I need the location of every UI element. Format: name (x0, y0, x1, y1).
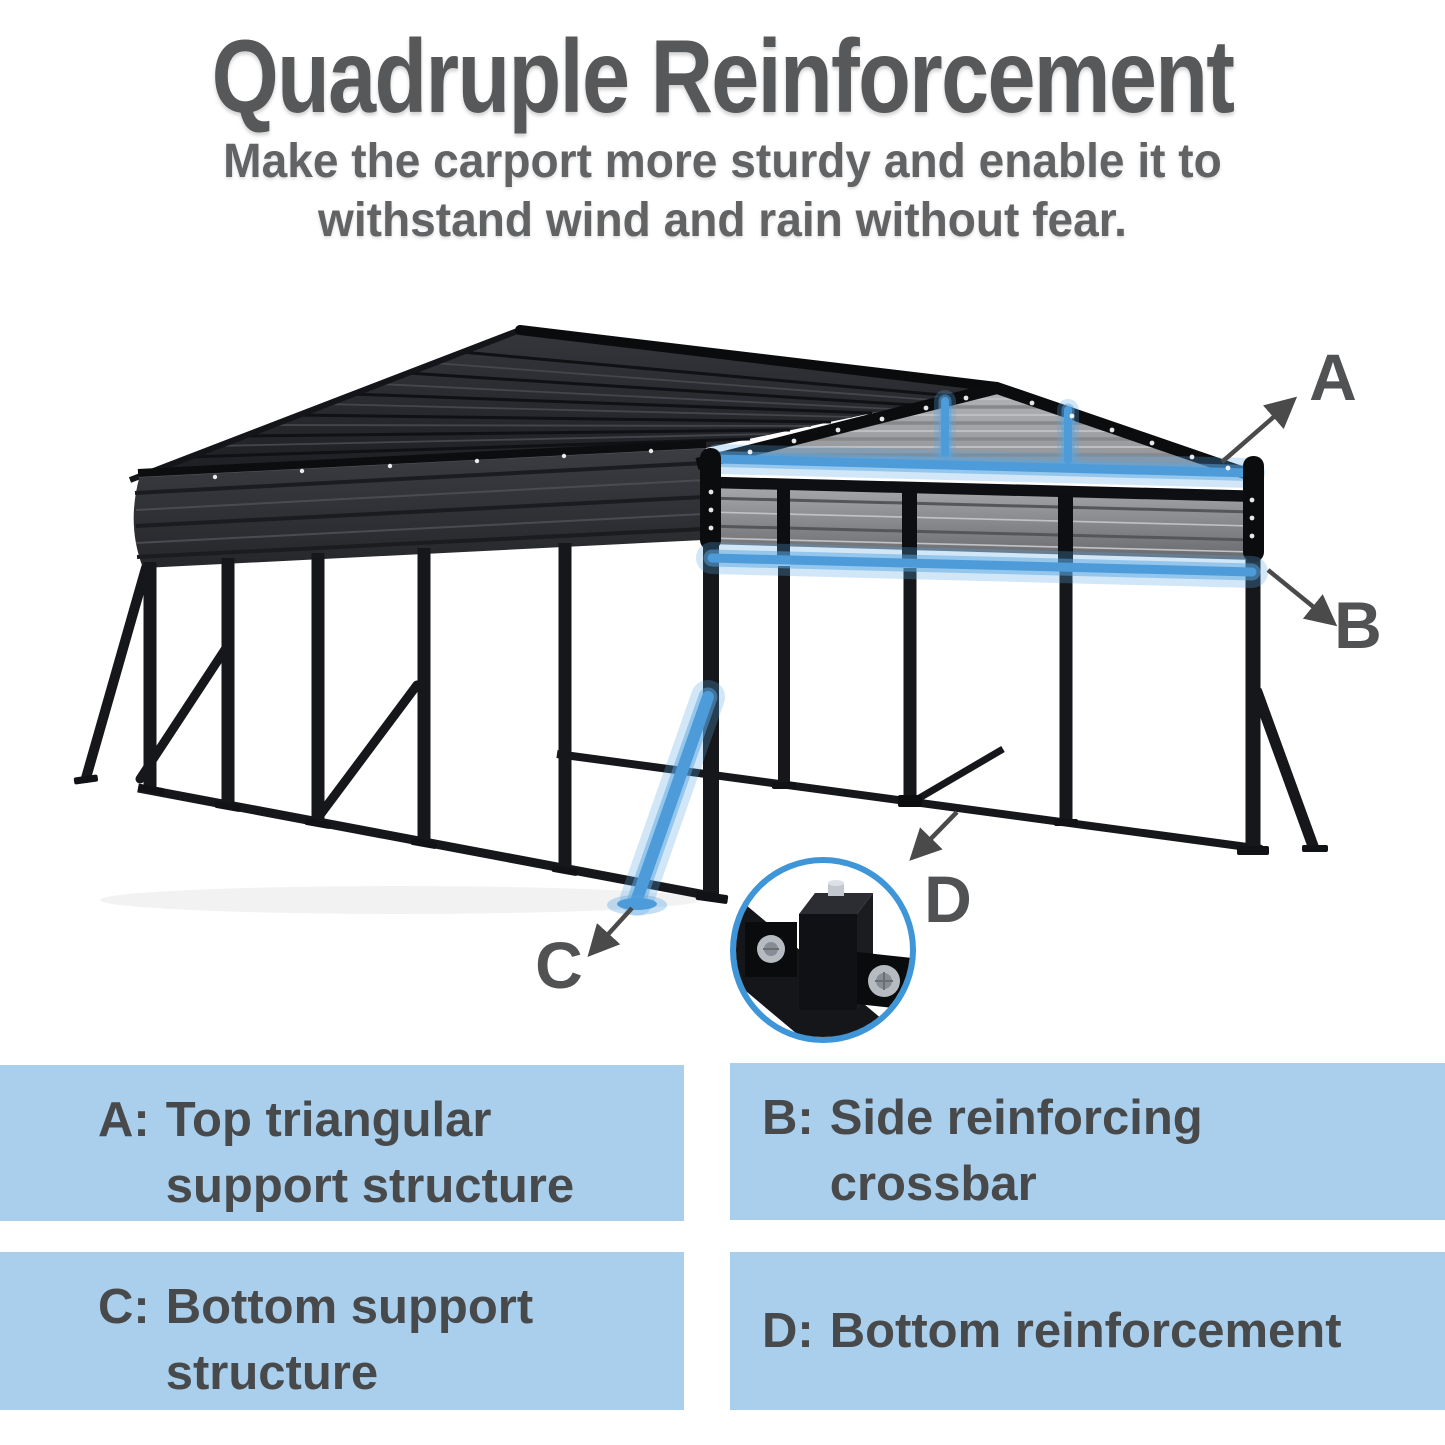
far-side-brace (914, 745, 1005, 804)
feature-label-c-prefix: C: (98, 1280, 150, 1334)
band-connector (777, 486, 790, 562)
feature-label-a-line1: Top triangular (165, 1093, 492, 1147)
feature-label-d-prefix: D: (762, 1304, 814, 1358)
inset-top-bolt (828, 883, 844, 896)
roof-top-panel (128, 325, 1002, 483)
bottom-bracket-joint (898, 795, 922, 807)
callout-d-letter: D (924, 862, 972, 936)
callout-c-letter: C (535, 928, 583, 1002)
leg-foot (772, 782, 796, 789)
feature-label-d-line1: Bottom reinforcement (829, 1304, 1342, 1358)
side-diagonal-brace (135, 643, 231, 784)
gable-roof-trim (695, 382, 1261, 484)
feature-label-a: A: Top triangular support structure (0, 1065, 684, 1221)
callout-b-letter: B (1334, 588, 1382, 662)
inset-ground-rail (736, 889, 896, 1037)
corner-post-foot (1237, 846, 1269, 855)
roof-back-edge (128, 327, 522, 483)
callout-d-arrow-icon (909, 810, 959, 861)
subtitle-line-1: Make the carport more sturdy and enable … (223, 135, 1222, 188)
callout-c-arrow-icon (587, 906, 634, 957)
side-diagonal-brace (81, 563, 151, 783)
bottom-reinforcement-inset (730, 857, 916, 1043)
far-side-frame (556, 566, 1263, 853)
subtitle-line-2: withstand wind and rain without fear. (317, 194, 1127, 247)
feature-label-a-line2: support structure (165, 1159, 575, 1213)
page-title: Quadruple Reinforcement (211, 19, 1235, 135)
callout-b-arrow-icon (1266, 568, 1338, 627)
gable-corner-cap (1243, 456, 1264, 562)
feature-label-b-line2: crossbar (829, 1157, 1037, 1211)
band-connector (902, 489, 917, 565)
roof-side-band (133, 440, 707, 568)
front-fascia-band (700, 448, 1264, 568)
brace-foot (1302, 845, 1328, 852)
screw-dots (212, 395, 1255, 539)
feature-label-a-prefix: A: (98, 1093, 150, 1147)
gable-corner-cap (700, 448, 721, 550)
page-subtitle: Make the carport more sturdy and enable … (29, 132, 1416, 250)
callouts: A B C D (535, 340, 1382, 1002)
feature-label-b: B: Side reinforcing crossbar (730, 1063, 1445, 1220)
bottom-support-structure-highlight (607, 680, 725, 916)
near-side-frame (73, 543, 712, 914)
eave-trim (137, 440, 707, 477)
roof-ridge-cap (515, 325, 1002, 392)
band-connector (1058, 492, 1073, 568)
feature-label-b-prefix: B: (762, 1091, 814, 1145)
feature-label-b-line1: Side reinforcing (829, 1091, 1203, 1145)
feature-label-c-line1: Bottom support (165, 1280, 534, 1334)
callout-a-arrow-icon (1220, 396, 1298, 464)
leg-foot (1054, 819, 1078, 826)
top-triangular-support-highlight (703, 390, 1265, 488)
front-sub-beam (705, 476, 1254, 504)
right-corner-brace (1251, 686, 1319, 852)
side-diagonal-brace (312, 680, 422, 824)
feature-label-c: C: Bottom support structure (0, 1252, 684, 1410)
feature-label-c-line2: structure (165, 1346, 379, 1400)
inset-post (799, 914, 857, 1010)
callout-a-letter: A (1309, 340, 1357, 414)
corner-post-foot (695, 891, 729, 904)
side-reinforcing-crossbar-highlight (696, 542, 1268, 588)
feature-label-d: D: Bottom reinforcement (730, 1252, 1445, 1410)
